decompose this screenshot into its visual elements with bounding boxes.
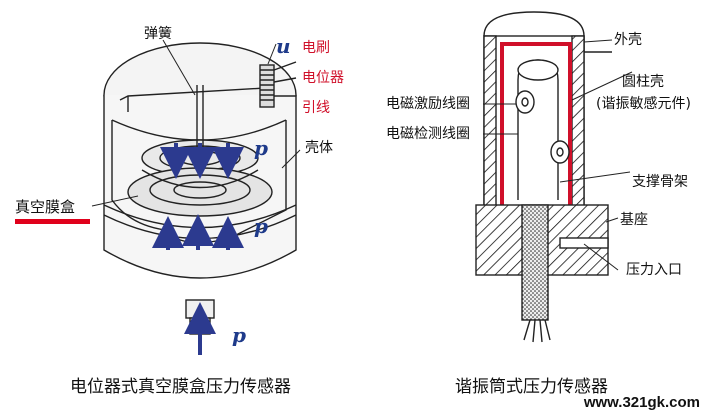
- watermark: www.321gk.com: [583, 394, 700, 411]
- capsule-underline: [15, 219, 90, 224]
- support-label: 支撑骨架: [632, 174, 688, 190]
- left-caption: 电位器式真空膜盒压力传感器: [70, 377, 291, 397]
- capsule-label: 真空膜盒: [15, 198, 76, 216]
- right-caption: 谐振筒式压力传感器: [455, 377, 608, 397]
- pressure-symbol-bottom: p: [232, 323, 246, 347]
- pressure-symbol-middle: p: [254, 214, 268, 238]
- outer-shell-label: 外壳: [614, 32, 642, 48]
- u-symbol: u: [276, 34, 291, 58]
- potentiometer-label: 电位器: [302, 70, 344, 86]
- excite-coil-label: 电磁激励线圈: [386, 96, 470, 112]
- cylinder-shell-label: 圆柱壳: [622, 74, 664, 90]
- left-sensor-drawing: [103, 42, 297, 335]
- brush-label: 电刷: [302, 40, 330, 56]
- left-leader-lines: [91, 39, 301, 207]
- right-leader-lines: [483, 39, 633, 271]
- spring-label: 弹簧: [144, 26, 172, 42]
- cylinder-shell-note: (谐振敏感元件): [596, 96, 691, 112]
- pressure-arrows: [152, 143, 244, 355]
- right-sensor-drawing: [475, 11, 612, 343]
- lead-label: 引线: [302, 100, 330, 116]
- detect-coil-label: 电磁检测线圈: [386, 126, 470, 142]
- inlet-label: 压力入口: [626, 262, 682, 278]
- base-label: 基座: [620, 212, 648, 228]
- shell-label: 壳体: [305, 140, 333, 156]
- pressure-symbol-top: p: [254, 136, 268, 160]
